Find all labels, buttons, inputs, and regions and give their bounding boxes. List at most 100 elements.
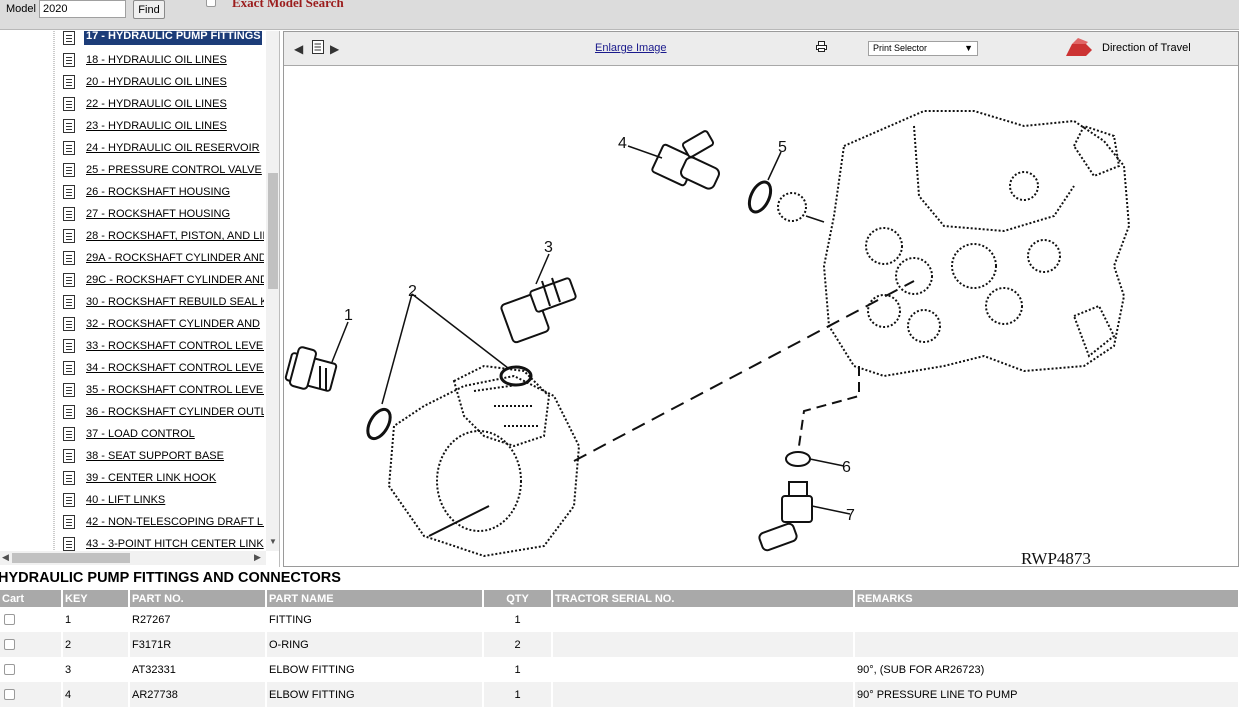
tree-item[interactable]: 24 - HYDRAULIC OIL RESERVOIR xyxy=(0,138,266,160)
o-ring-2a-drawing xyxy=(366,407,392,441)
document-icon xyxy=(63,97,75,111)
tree-item-label[interactable]: 25 - PRESSURE CONTROL VALVE xyxy=(86,164,262,176)
tree-item-label[interactable]: 34 - ROCKSHAFT CONTROL LEVER xyxy=(86,362,264,374)
tree-item[interactable]: 38 - SEAT SUPPORT BASE xyxy=(0,446,266,468)
document-icon xyxy=(63,207,75,221)
exact-model-label: Exact Model Search xyxy=(232,0,344,10)
tree-item[interactable]: 35 - ROCKSHAFT CONTROL LEVER xyxy=(0,380,266,402)
tree-item[interactable]: 43 - 3-POINT HITCH CENTER LINK xyxy=(0,534,266,556)
tree-item[interactable]: 18 - HYDRAULIC OIL LINES xyxy=(0,50,266,72)
tree-item[interactable]: 40 - LIFT LINKS xyxy=(0,490,266,512)
tree-item-label[interactable]: 38 - SEAT SUPPORT BASE xyxy=(86,450,224,462)
tree-item-label[interactable]: 26 - ROCKSHAFT HOUSING xyxy=(86,186,231,198)
find-button[interactable]: Find xyxy=(133,0,165,19)
elbow-fitting-4-drawing xyxy=(651,130,720,190)
document-icon xyxy=(63,427,75,441)
previous-arrow-icon[interactable]: ◀ xyxy=(294,42,304,56)
tree-item[interactable]: 27 - ROCKSHAFT HOUSING xyxy=(0,204,266,226)
tree-horizontal-scrollbar[interactable]: ◀ ▶ xyxy=(0,551,266,565)
print-selector-dropdown[interactable]: Print Selector ▼ xyxy=(868,41,978,56)
image-toolbar: ◀ ▶ Enlarge Image Print Selector ▼ Direc… xyxy=(284,32,1238,66)
tree-item-label[interactable]: 33 - ROCKSHAFT CONTROL LEVER xyxy=(86,340,264,352)
parts-table-title: HYDRAULIC PUMP FITTINGS AND CONNECTORS xyxy=(0,570,341,586)
scroll-left-arrow-icon[interactable]: ◀ xyxy=(2,552,9,562)
tree-item-label[interactable]: 22 - HYDRAULIC OIL LINES xyxy=(86,98,227,110)
search-bar: Model Find Exact Model Search xyxy=(0,0,1239,30)
tree-item-label[interactable]: 37 - LOAD CONTROL xyxy=(86,428,195,440)
parts-table: Cart KEY PART NO. PART NAME QTY TRACTOR … xyxy=(0,590,1239,707)
tree-item-label[interactable]: 40 - LIFT LINKS xyxy=(86,494,166,506)
tree-item[interactable]: 29A - ROCKSHAFT CYLINDER AND xyxy=(0,248,266,270)
remarks-cell: 90° PRESSURE LINE TO PUMP xyxy=(854,682,1239,707)
tree-horizontal-scroll-thumb[interactable] xyxy=(12,553,130,563)
tree-item[interactable]: 37 - LOAD CONTROL xyxy=(0,424,266,446)
tree-item-label[interactable]: 36 - ROCKSHAFT CYLINDER OUTLET xyxy=(86,406,264,418)
cart-cell xyxy=(0,682,63,707)
part-no-cell: F3171R xyxy=(129,632,267,657)
serial-cell xyxy=(552,682,855,707)
tree-item[interactable]: 36 - ROCKSHAFT CYLINDER OUTLET xyxy=(0,402,266,424)
leader-lines xyxy=(331,145,851,515)
enlarge-image-link[interactable]: Enlarge Image xyxy=(595,42,667,54)
scroll-down-arrow-icon[interactable]: ▼ xyxy=(269,537,277,546)
tree-item[interactable]: 32 - ROCKSHAFT CYLINDER AND xyxy=(0,314,266,336)
tree-item-label[interactable]: 18 - HYDRAULIC OIL LINES xyxy=(86,54,227,66)
chevron-down-icon: ▼ xyxy=(964,43,973,53)
printer-icon[interactable] xyxy=(816,41,827,52)
tree-item-label[interactable]: 17 - HYDRAULIC PUMP FITTINGS AND CONNECT… xyxy=(84,31,262,45)
callout-labels: 1 2 3 4 5 6 7 xyxy=(344,135,855,524)
add-to-cart-checkbox[interactable] xyxy=(4,689,15,701)
tree-item[interactable]: 42 - NON-TELESCOPING DRAFT LINKS xyxy=(0,512,266,534)
part-name-cell: O-RING xyxy=(266,632,484,657)
tree-item-label[interactable]: 24 - HYDRAULIC OIL RESERVOIR xyxy=(86,142,260,154)
add-to-cart-checkbox[interactable] xyxy=(4,614,15,626)
tree-connector-lines xyxy=(53,31,55,551)
document-icon xyxy=(63,515,75,529)
tree-item-label[interactable]: 42 - NON-TELESCOPING DRAFT LINKS xyxy=(86,516,264,528)
tree-item-label[interactable]: 23 - HYDRAULIC OIL LINES xyxy=(86,120,227,132)
tree-item[interactable]: 29C - ROCKSHAFT CYLINDER AND xyxy=(0,270,266,292)
tree-item[interactable]: 34 - ROCKSHAFT CONTROL LEVER xyxy=(0,358,266,380)
serial-cell xyxy=(552,632,855,657)
tree-item-label[interactable]: 35 - ROCKSHAFT CONTROL LEVER xyxy=(86,384,264,396)
tree-item-label[interactable]: 32 - ROCKSHAFT CYLINDER AND xyxy=(86,318,261,330)
exact-model-checkbox[interactable] xyxy=(206,0,216,7)
tree-item-label[interactable]: 20 - HYDRAULIC OIL LINES xyxy=(86,76,227,88)
column-header-part-name: PART NAME xyxy=(266,590,484,607)
next-arrow-icon[interactable]: ▶ xyxy=(330,42,340,56)
tree-item-label[interactable]: 30 - ROCKSHAFT REBUILD SEAL KIT xyxy=(86,296,264,308)
tree-item[interactable]: 20 - HYDRAULIC OIL LINES xyxy=(0,72,266,94)
tree-item-label[interactable]: 29A - ROCKSHAFT CYLINDER AND xyxy=(86,252,264,264)
plug-drawing xyxy=(777,192,807,222)
tree-vertical-scroll-thumb[interactable] xyxy=(268,173,278,289)
scroll-right-arrow-icon[interactable]: ▶ xyxy=(254,552,261,562)
tree-item-label[interactable]: 29C - ROCKSHAFT CYLINDER AND xyxy=(86,274,264,286)
tree-item[interactable]: 28 - ROCKSHAFT, PISTON, AND LINK xyxy=(0,226,266,248)
tree-item-label[interactable]: 43 - 3-POINT HITCH CENTER LINK xyxy=(86,538,264,550)
tree-item-label[interactable]: 27 - ROCKSHAFT HOUSING xyxy=(86,208,231,220)
tree-item-label[interactable]: 28 - ROCKSHAFT, PISTON, AND LINK xyxy=(86,230,264,242)
tree-item[interactable]: 23 - HYDRAULIC OIL LINES xyxy=(0,116,266,138)
fitting-1-drawing xyxy=(284,346,338,392)
tree-item[interactable]: 22 - HYDRAULIC OIL LINES xyxy=(0,94,266,116)
document-icon xyxy=(63,185,75,199)
tree-item[interactable]: 30 - ROCKSHAFT REBUILD SEAL KIT xyxy=(0,292,266,314)
tree-item[interactable]: 25 - PRESSURE CONTROL VALVE xyxy=(0,160,266,182)
tree-item[interactable]: 26 - ROCKSHAFT HOUSING xyxy=(0,182,266,204)
add-to-cart-checkbox[interactable] xyxy=(4,664,15,676)
fitting-dashed-line xyxy=(798,366,860,447)
tree-item[interactable]: 17 - HYDRAULIC PUMP FITTINGS AND CONNECT… xyxy=(0,31,266,50)
add-to-cart-checkbox[interactable] xyxy=(4,639,15,651)
document-icon xyxy=(63,119,75,133)
document-icon xyxy=(63,339,75,353)
page-icon[interactable] xyxy=(312,40,324,54)
tree-item[interactable]: 39 - CENTER LINK HOOK xyxy=(0,468,266,490)
tree-item[interactable]: 33 - ROCKSHAFT CONTROL LEVER xyxy=(0,336,266,358)
parts-table-header: Cart KEY PART NO. PART NAME QTY TRACTOR … xyxy=(0,590,1239,607)
model-input[interactable] xyxy=(39,0,126,18)
document-icon xyxy=(63,471,75,485)
tree-vertical-scrollbar[interactable]: ▼ xyxy=(266,31,279,551)
callout-2: 2 xyxy=(408,283,417,300)
tree-item-label[interactable]: 39 - CENTER LINK HOOK xyxy=(86,472,217,484)
